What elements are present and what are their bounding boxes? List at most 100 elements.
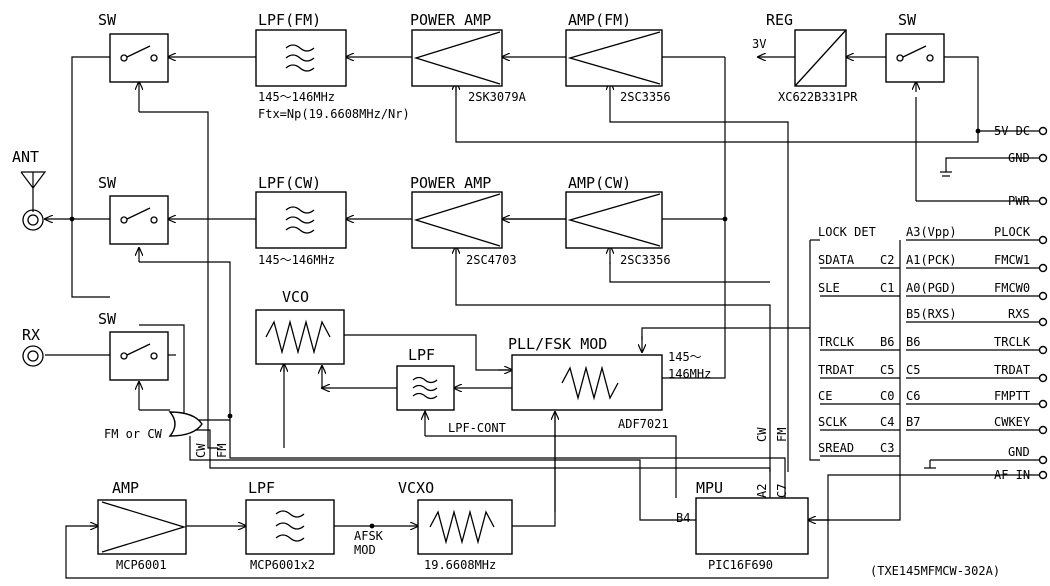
bus-signal-label: SREAD (818, 441, 854, 455)
pa-cw-block (411, 191, 503, 249)
fm-mpu-label: FM (775, 428, 789, 442)
lpf-cw-title: LPF(CW) (258, 174, 321, 192)
cw-freq-note: 145～146MHz (258, 253, 335, 267)
connector-pin-label: 5V DC (994, 124, 1030, 138)
amp-af-title: AMP (112, 479, 139, 497)
sw-fm-title: SW (98, 11, 117, 29)
bus-signal-label: LOCK DET (818, 225, 876, 239)
amp-fm-title: AMP(FM) (568, 11, 631, 29)
lpf-af-part: MCP6001x2 (250, 558, 315, 572)
amp-cw-title: AMP(CW) (568, 174, 631, 192)
connector-pin-label: FMCW0 (994, 281, 1030, 295)
pll-freq-note-1: 145～ (668, 350, 702, 364)
connector-pin-label: RXS (1008, 307, 1030, 321)
fm-small-label: FM (215, 444, 229, 458)
mpu-pin-label: B5(RXS) (906, 307, 957, 321)
lpf-loop-title: LPF (408, 346, 435, 364)
b4-pin-label: B4 (676, 511, 690, 525)
v3-label: 3V (752, 37, 766, 51)
c7-pin-label: C7 (775, 484, 789, 498)
bus-pin-label: C1 (880, 281, 894, 295)
mpu-pin-label: B6 (906, 335, 920, 349)
bus-pin-label: C3 (880, 441, 894, 455)
sw-fm-block (109, 33, 169, 83)
vcxo-title: VCXO (398, 479, 434, 497)
bus-pin-label: C5 (880, 363, 894, 377)
vcxo-block (417, 499, 513, 555)
connector-pin-label: FMPTT (994, 389, 1030, 403)
afsk-label-1: AFSK (354, 529, 384, 543)
sw-cw-block (109, 195, 169, 245)
connector-labels: 5V DCGNDPWRPLOCKFMCW1FMCW0RXSTRCLKTRDATF… (994, 124, 1031, 482)
connector-pin-label: PWR (1008, 194, 1030, 208)
pll-block (511, 354, 663, 411)
lpf-cont-label: LPF-CONT (448, 421, 506, 435)
bus-signal-label: SCLK (818, 415, 848, 429)
connector-pin-label: FMCW1 (994, 253, 1030, 267)
ant-connector (22, 209, 44, 231)
bus-signal-label: CE (818, 389, 832, 403)
cw-mpu-label: CW (755, 427, 769, 442)
mpu-block (695, 497, 809, 555)
amp-fm-part: 2SC3356 (620, 90, 671, 104)
amp-fm-block (565, 29, 663, 87)
sw-reg-title: SW (898, 11, 917, 29)
mpu-pin-label: C5 (906, 363, 920, 377)
bus-pin-label: C0 (880, 389, 894, 403)
pa-fm-block (411, 29, 503, 87)
mpu-pin-label: A0(PGD) (906, 281, 957, 295)
reg-title: REG (766, 11, 793, 29)
amp-af-part: MCP6001 (116, 558, 167, 572)
amp-af-block (97, 499, 187, 555)
bus-pin-label: C4 (880, 415, 894, 429)
drawing-title: (TXE145MFMCW-302A) (870, 564, 1000, 578)
sw-reg-block (885, 33, 945, 83)
bus-signal-label: TRDAT (818, 363, 854, 377)
lpf-cw-block (255, 191, 347, 249)
sw-cw-title: SW (98, 174, 117, 192)
amp-cw-block (565, 191, 663, 249)
lpf-fm-block (255, 29, 347, 87)
bus-signal-label: SDATA (818, 253, 855, 267)
sw-rx-block (109, 331, 169, 381)
bus-pin-label: B6 (880, 335, 894, 349)
pa-fm-part: 2SK3079A (468, 90, 527, 104)
fm-freq-note: 145～146MHz (258, 90, 335, 104)
pll-title: PLL/FSK MOD (508, 335, 607, 353)
cw-small-label: CW (194, 443, 208, 458)
mpu-pin-label: A1(PCK) (906, 253, 957, 267)
reg-block (794, 29, 847, 87)
pll-part: ADF7021 (618, 417, 669, 431)
mpu-part: PIC16F690 (708, 558, 773, 572)
wires (20, 57, 1040, 579)
ant-label: ANT (12, 148, 39, 166)
fm-ftx-note: Ftx=Np(19.6608MHz/Nr) (258, 107, 410, 121)
mpu-pin-label: C6 (906, 389, 920, 403)
pll-freq-note-2: 146MHz (668, 367, 711, 381)
connector-pin-label: TRDAT (994, 363, 1030, 377)
connector-pin-label: TRCLK (994, 335, 1031, 349)
rx-connector (22, 345, 44, 367)
pa-cw-part: 2SC4703 (466, 253, 517, 267)
reg-part: XC622B331PR (778, 90, 858, 104)
connector-pin-label: AF IN (994, 468, 1030, 482)
connector-pins (1038, 126, 1048, 480)
amp-cw-part: 2SC3356 (620, 253, 671, 267)
fm-or-cw-label: FM or CW (104, 427, 163, 441)
lpf-af-block (245, 499, 335, 555)
a2-pin-label: A2 (755, 484, 769, 498)
lpf-loop-block (396, 365, 455, 411)
lpf-af-title: LPF (248, 479, 275, 497)
mpu-pin-label: B7 (906, 415, 920, 429)
rx-label: RX (22, 326, 40, 344)
bus-signal-label: SLE (818, 281, 840, 295)
mpu-pin-label: A3(Vpp) (906, 225, 957, 239)
sw-rx-title: SW (98, 310, 117, 328)
mpu-title: MPU (696, 479, 723, 497)
or-gate (168, 411, 203, 437)
pa-fm-title: POWER AMP (410, 11, 491, 29)
bus-signal-label: TRCLK (818, 335, 855, 349)
connector-pin-label: PLOCK (994, 225, 1031, 239)
